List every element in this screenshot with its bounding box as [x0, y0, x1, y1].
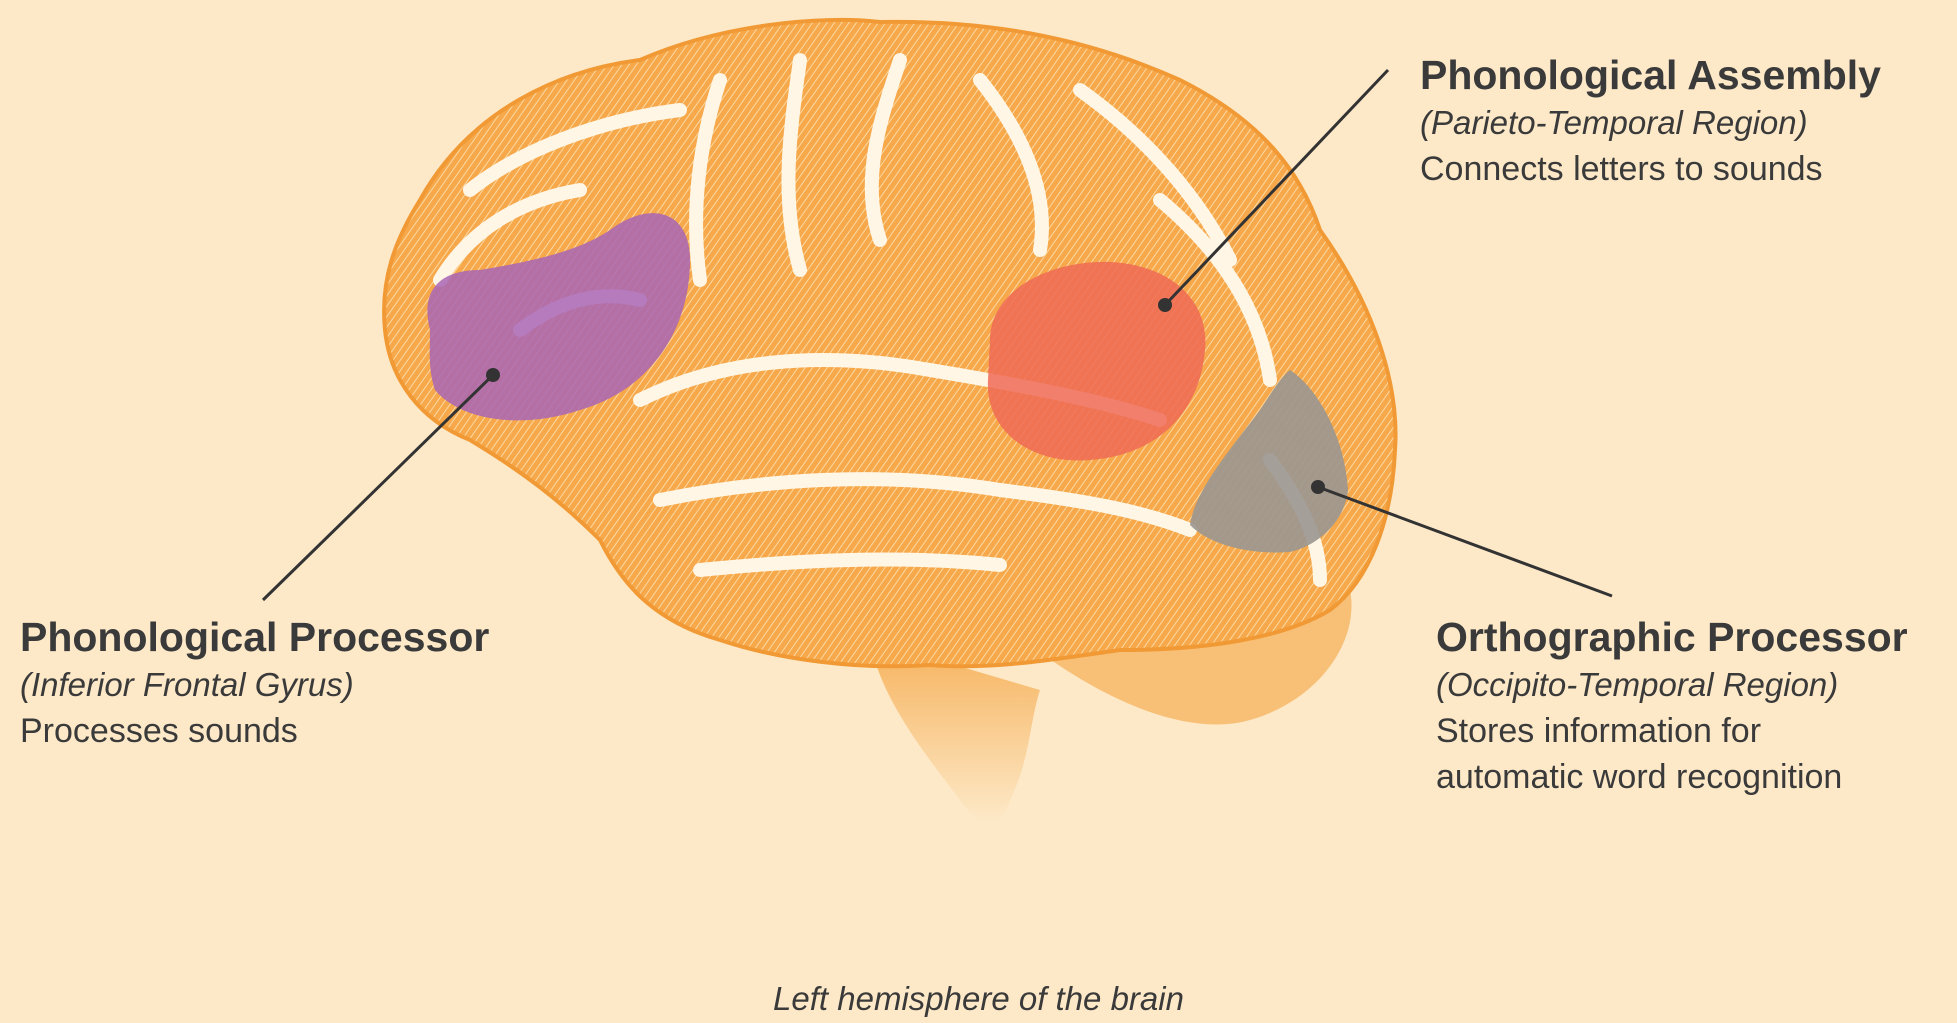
- phonological-assembly-area: (Parieto-Temporal Region): [1420, 100, 1881, 146]
- phonological-processor-title: Phonological Processor: [20, 612, 489, 662]
- phonological-processor-area: (Inferior Frontal Gyrus): [20, 662, 489, 708]
- dot-phonological: [486, 368, 500, 382]
- orthographic-processor-area: (Occipito-Temporal Region): [1436, 662, 1908, 708]
- orthographic-processor-label: Orthographic Processor (Occipito-Tempora…: [1436, 612, 1908, 800]
- dot-assembly: [1158, 298, 1172, 312]
- phonological-assembly-description: Connects letters to sounds: [1420, 146, 1881, 192]
- diagram-caption: Left hemisphere of the brain: [0, 980, 1957, 1018]
- orthographic-processor-description-line-1: Stores information for: [1436, 708, 1908, 754]
- dot-orthographic: [1311, 480, 1325, 494]
- phonological-processor-label: Phonological Processor (Inferior Frontal…: [20, 612, 489, 754]
- phonological-processor-description: Processes sounds: [20, 708, 489, 754]
- orthographic-processor-title: Orthographic Processor: [1436, 612, 1908, 662]
- phonological-assembly-label: Phonological Assembly (Parieto-Temporal …: [1420, 50, 1881, 192]
- orthographic-processor-description-line-2: automatic word recognition: [1436, 754, 1908, 800]
- phonological-assembly-title: Phonological Assembly: [1420, 50, 1881, 100]
- leader-line-phonological: [263, 375, 493, 600]
